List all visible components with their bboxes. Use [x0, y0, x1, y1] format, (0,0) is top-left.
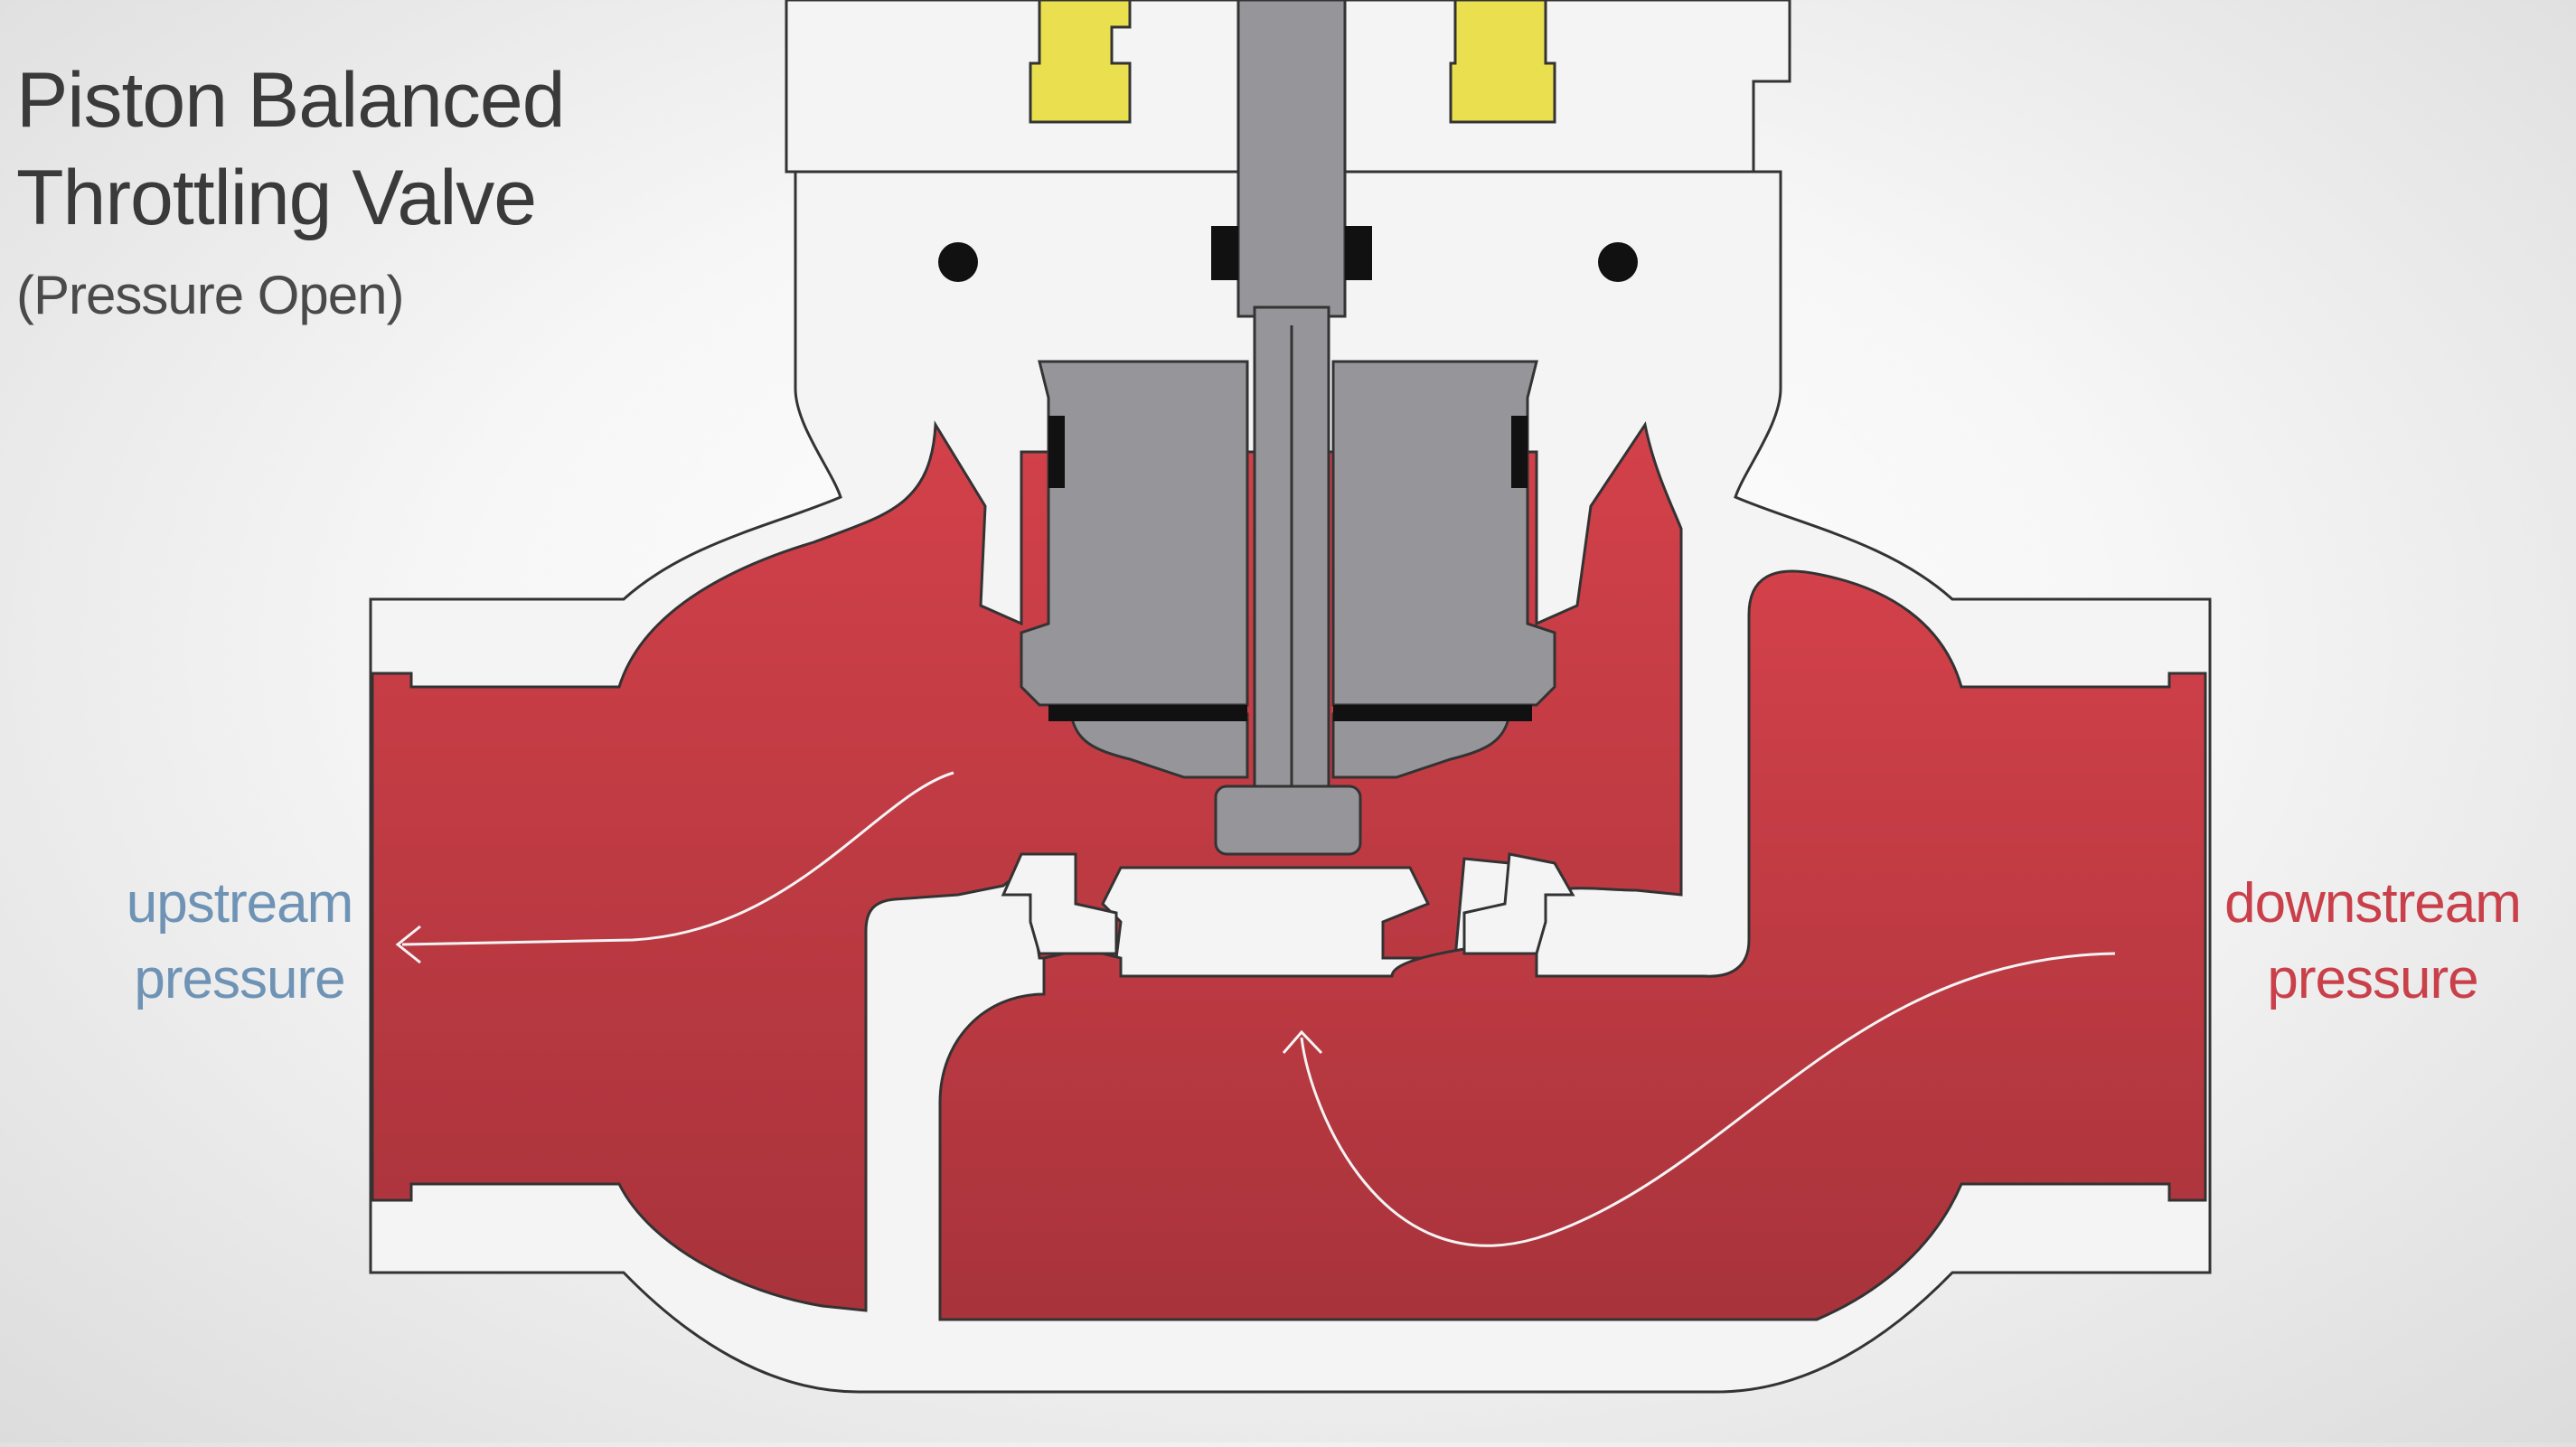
upstream-label-word-2: pressure [134, 947, 345, 1010]
piston-right [1331, 360, 1556, 707]
piston-seal-left [1048, 705, 1247, 721]
packing-left [1211, 226, 1238, 280]
upstream-arrow-head [395, 925, 421, 964]
packing-right [1345, 226, 1372, 280]
diagram-title-line-1: Piston Balanced [16, 57, 566, 144]
piston-nut [1214, 785, 1362, 856]
diagram-title-line-2: Throttling Valve [16, 155, 537, 241]
piston-seal-right [1333, 705, 1532, 721]
downstream-fluid-region [938, 569, 2207, 1321]
diagram-subtitle: (Pressure Open) [16, 265, 404, 325]
o-ring-left [938, 242, 978, 282]
upstream-pressure-label: upstream pressure [108, 866, 371, 1017]
seat-ring-left [1001, 852, 1118, 955]
yoke-right [1449, 0, 1556, 124]
ring-seal-left [1048, 416, 1065, 488]
upstream-flow-arrow [401, 771, 954, 946]
upstream-label-word-1: upstream [126, 872, 353, 935]
seat-ring-right [1462, 852, 1575, 955]
piston-skirt [1069, 712, 1249, 779]
valve-stem [1236, 0, 1347, 318]
downstream-label-word-1: downstream [2224, 872, 2522, 935]
downstream-arrow-head [1282, 1029, 1323, 1055]
o-ring-right [1598, 242, 1638, 282]
piston [1020, 360, 1249, 707]
yoke-left [1029, 0, 1132, 124]
ring-seal-right [1511, 416, 1528, 488]
downstream-label-word-2: pressure [2267, 947, 2478, 1010]
downstream-flow-arrow [1300, 952, 2116, 1247]
downstream-pressure-label: downstream pressure [2205, 866, 2540, 1017]
